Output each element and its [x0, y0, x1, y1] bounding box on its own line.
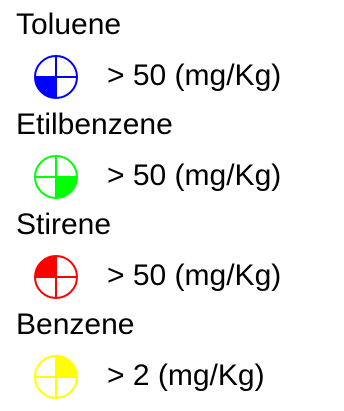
legend-entry-row: > 2 (mg/Kg)	[33, 354, 333, 400]
circle-quadrant-icon	[33, 354, 79, 400]
circle-quadrant-icon	[33, 154, 79, 200]
legend-entry-title: Toluene	[16, 8, 122, 41]
circle-quadrant-icon	[33, 254, 79, 300]
filled-quadrant	[56, 356, 77, 377]
legend-entry-row: > 50 (mg/Kg)	[33, 154, 333, 200]
circle-quadrant-icon	[33, 54, 79, 100]
legend-entry-threshold: > 50 (mg/Kg)	[107, 59, 282, 92]
legend-entry-threshold: > 2 (mg/Kg)	[107, 359, 265, 392]
legend-entry-threshold: > 50 (mg/Kg)	[107, 259, 282, 292]
legend-entry-title: Stirene	[16, 208, 112, 241]
filled-quadrant	[56, 177, 77, 198]
filled-quadrant	[35, 77, 56, 98]
legend-entry-row: > 50 (mg/Kg)	[33, 254, 333, 300]
legend-entry-title: Benzene	[16, 308, 135, 341]
filled-quadrant	[35, 256, 56, 277]
legend-entry-row: > 50 (mg/Kg)	[33, 54, 333, 100]
legend-entry-title: Etilbenzene	[16, 108, 173, 141]
legend-entry-threshold: > 50 (mg/Kg)	[107, 159, 282, 192]
